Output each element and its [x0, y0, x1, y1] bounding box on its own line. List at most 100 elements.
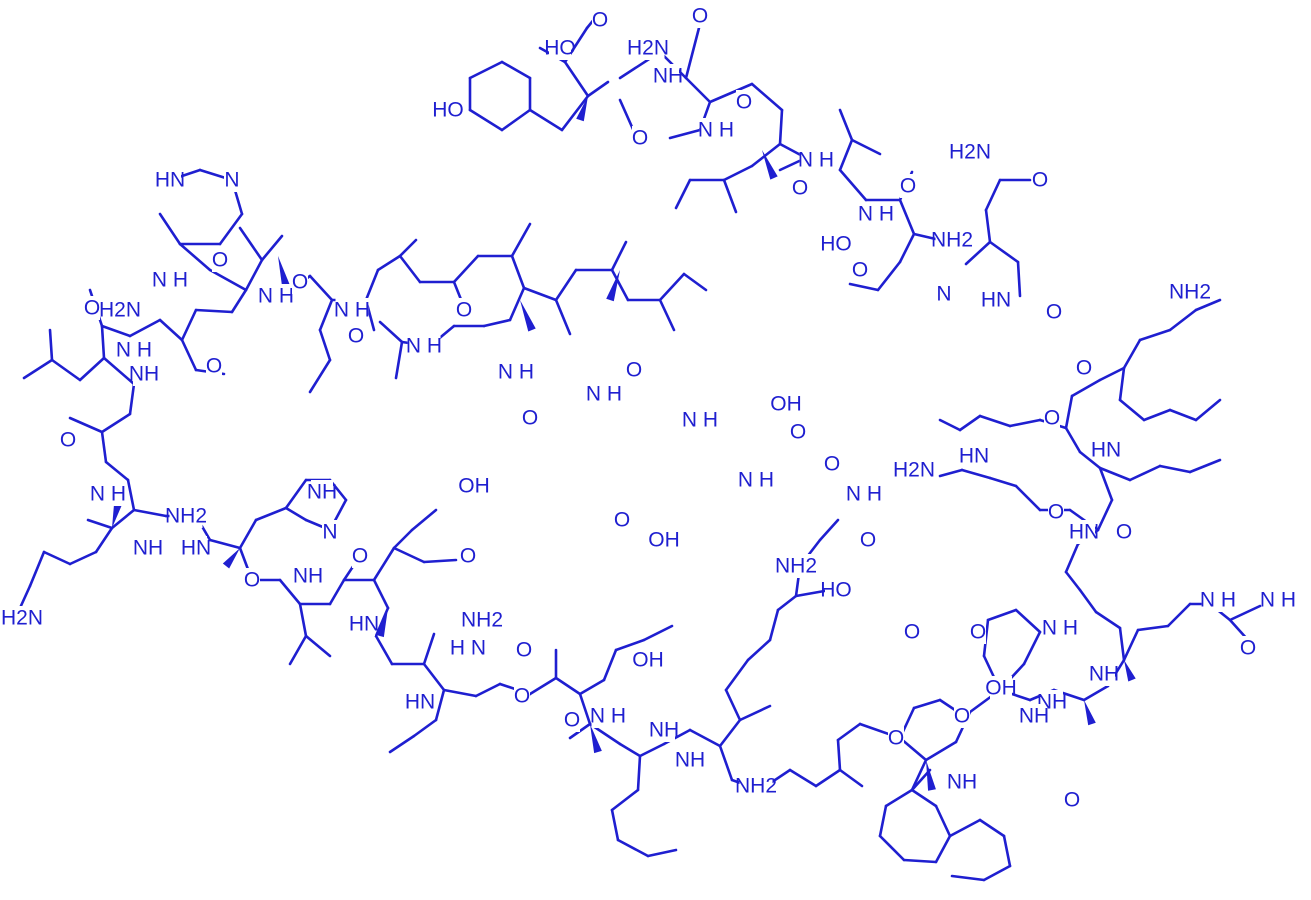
svg-text:H2N: H2N	[627, 37, 669, 60]
bond-100	[682, 272, 708, 292]
bond-169	[618, 742, 642, 758]
bond-120	[132, 508, 168, 518]
bond-185	[776, 594, 798, 612]
svg-text:NH: NH	[1089, 663, 1119, 686]
bond-70	[318, 328, 332, 362]
bond-171	[636, 754, 642, 792]
bond-184	[768, 608, 780, 642]
bond-45	[988, 240, 1020, 264]
svg-text:NH: NH	[947, 771, 977, 794]
svg-text:N H: N H	[334, 299, 370, 322]
svg-text:N H: N H	[152, 269, 188, 292]
bond-196	[836, 722, 862, 742]
atom-label-4: NH	[653, 64, 683, 88]
atom-label-27: H2N	[99, 298, 141, 322]
bond-249	[1098, 366, 1126, 382]
atom-label-43: O	[626, 358, 642, 382]
bond-222	[948, 818, 982, 838]
bond-54	[208, 268, 248, 292]
bond-110	[100, 430, 108, 464]
bond-134	[278, 578, 302, 606]
svg-text:H2N: H2N	[99, 299, 141, 322]
bond-273	[938, 418, 962, 432]
atom-label-5: HO	[432, 98, 464, 122]
bond-99	[658, 272, 686, 302]
atom-label-13: N H	[858, 202, 894, 226]
svg-text:O: O	[84, 297, 100, 320]
bond-124	[238, 518, 258, 550]
bond-244	[1098, 466, 1114, 502]
bond-96	[610, 268, 630, 302]
atom-label-37: N H	[498, 360, 534, 384]
bond-144	[422, 558, 458, 564]
svg-text:N H: N H	[258, 285, 294, 308]
atom-label-17: H2N	[949, 140, 991, 164]
atom-label-46: O	[790, 420, 806, 444]
svg-text:O: O	[692, 5, 708, 28]
bond-140	[372, 546, 396, 582]
atom-label-11: N H	[798, 148, 834, 172]
bond-241	[1064, 542, 1080, 574]
bond-236	[1228, 604, 1262, 622]
atom-label-12: O	[792, 176, 808, 200]
bond-152	[422, 662, 446, 692]
atom-label-91: NH	[1089, 662, 1119, 686]
svg-text:N H: N H	[798, 149, 834, 172]
svg-text:O: O	[1240, 637, 1256, 660]
bond-151	[422, 632, 436, 666]
bond-126	[284, 478, 308, 510]
bond-226	[950, 874, 986, 882]
bond-240	[1064, 570, 1082, 592]
svg-text:HN: HN	[959, 445, 989, 468]
svg-text:O: O	[1064, 789, 1080, 812]
bond-65	[100, 324, 132, 338]
bond-213	[910, 758, 928, 792]
atom-label-9: HN	[155, 168, 185, 192]
bond-260	[1128, 464, 1162, 482]
atom-label-49: O	[824, 452, 840, 476]
svg-text:O: O	[614, 509, 630, 532]
bond-109	[68, 416, 104, 434]
atom-label-58: NH	[307, 480, 337, 504]
svg-text:NH: NH	[649, 719, 679, 742]
bond-21	[750, 82, 784, 112]
svg-text:HO: HO	[820, 233, 852, 256]
bond-219	[934, 804, 952, 838]
bond-164	[614, 638, 646, 652]
bond-84	[508, 286, 526, 322]
bond-64	[128, 318, 162, 338]
bond-83	[510, 254, 526, 290]
bond-189	[818, 518, 840, 542]
bond-215	[878, 804, 888, 838]
atom-label-94: O	[954, 704, 970, 728]
bond-192	[788, 768, 818, 788]
atom-label-70: NH2	[461, 608, 503, 632]
svg-text:O: O	[348, 325, 364, 348]
atom-label-51: N H	[846, 482, 882, 506]
svg-text:NH: NH	[1019, 705, 1049, 728]
bond-224	[1002, 834, 1012, 868]
svg-text:NH: NH	[653, 65, 683, 88]
bond-257	[1168, 408, 1198, 422]
svg-text:NH2: NH2	[461, 609, 503, 632]
bond-56	[260, 234, 284, 262]
bond-245	[1078, 450, 1102, 470]
bond-101	[100, 324, 106, 360]
svg-text:O: O	[1048, 501, 1064, 524]
bond-206	[1022, 630, 1042, 666]
wedge-bond-5	[112, 503, 122, 528]
atom-label-7: N H	[698, 118, 734, 142]
atom-label-15: N H	[152, 268, 188, 292]
bond-22	[778, 108, 784, 146]
atom-label-45: OH	[770, 392, 802, 416]
svg-text:O: O	[592, 9, 608, 32]
svg-text:O: O	[1046, 301, 1062, 324]
bond-105	[22, 358, 54, 380]
atom-label-75: NH	[675, 748, 705, 772]
bond-27	[674, 178, 692, 210]
svg-text:O: O	[904, 621, 920, 644]
atom-label-82: O	[904, 620, 920, 644]
svg-text:O: O	[824, 453, 840, 476]
bond-107	[128, 382, 136, 416]
bond-82	[510, 222, 532, 258]
